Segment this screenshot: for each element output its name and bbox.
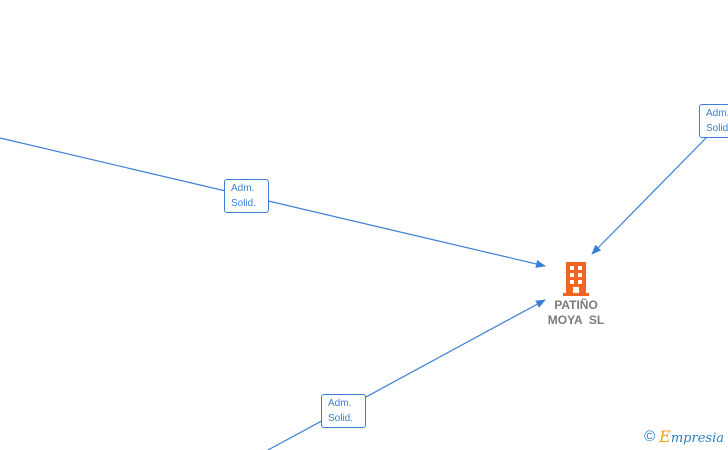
- brand-initial: E: [659, 427, 671, 446]
- company-node[interactable]: PATIÑO MOYA SL: [536, 260, 616, 328]
- edge-line-3[interactable]: [591, 137, 707, 255]
- copyright-symbol: ©: [644, 428, 656, 445]
- edge-label-2[interactable]: Adm. Solid.: [321, 394, 366, 428]
- building-icon: [563, 262, 589, 296]
- company-name: PATIÑO MOYA SL: [547, 298, 605, 327]
- edge-label-3[interactable]: Adm. Solid.: [699, 104, 728, 138]
- edge-line-1[interactable]: [0, 137, 546, 268]
- brand-logo: Empresia: [659, 427, 724, 446]
- edge-label-1[interactable]: Adm. Solid.: [224, 179, 269, 213]
- brand-name: mpresia: [670, 431, 724, 446]
- footer-credit: © Empresia: [644, 427, 724, 446]
- edge-line-2[interactable]: [267, 299, 546, 450]
